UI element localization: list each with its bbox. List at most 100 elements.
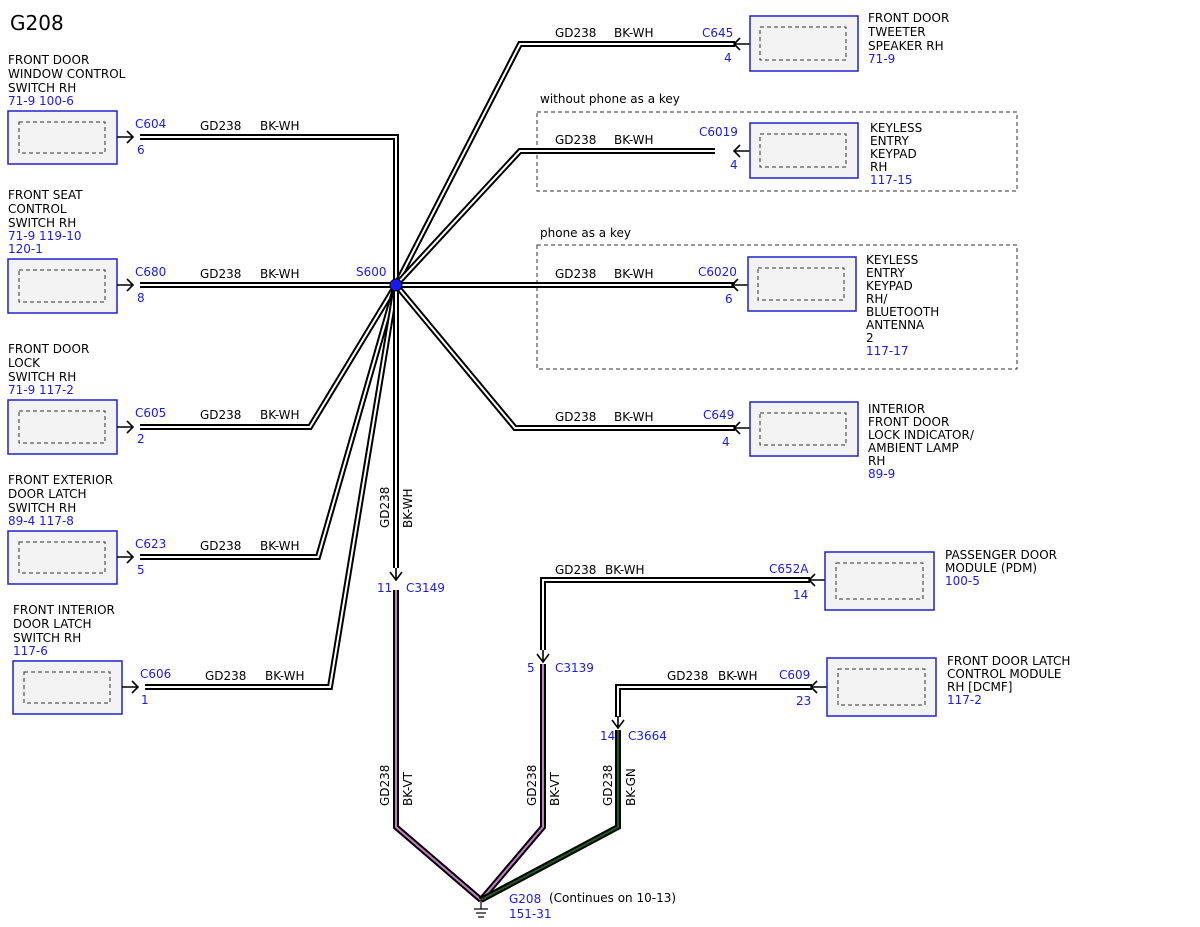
left-component-c606: FRONT INTERIOR DOOR LATCH SWITCH RH 117-… (12, 603, 305, 715)
option-label-with-phone: phone as a key (540, 226, 631, 240)
pin-number: 4 (730, 158, 738, 172)
connector-id: C652A (769, 562, 809, 576)
connector-id: C606 (140, 667, 171, 681)
right-component-c609: GD238 BK-WH C609 23 FRONT DOOR LATCH CON… (667, 654, 1070, 717)
wire-color-label: BK-WH (614, 26, 654, 40)
connector-id: C623 (135, 537, 166, 551)
pin-arrow-icon (809, 680, 827, 694)
option-box-with-phone (536, 244, 1018, 370)
component-box (7, 258, 118, 314)
component-name-line: FRONT DOOR (8, 53, 89, 67)
option-label-without-phone: without phone as a key (540, 92, 680, 106)
component-name-line: SWITCH RH (13, 631, 81, 645)
component-name-line: RH/ (866, 292, 888, 306)
inline-pin: 5 (527, 661, 535, 675)
component-name-line: AMBIENT LAMP (868, 441, 959, 455)
left-component-c623: FRONT EXTERIOR DOOR LATCH SWITCH RH 89-4… (7, 473, 300, 585)
inline-pin: 14 (600, 729, 615, 743)
component-ref: 71-9 117-2 (8, 383, 74, 397)
component-name-line: ENTRY (870, 134, 909, 148)
inline-connector-id: C3139 (555, 661, 594, 675)
wire-color-label: BK-WH (260, 119, 300, 133)
wire-color-label: BK-WH (614, 410, 654, 424)
component-name-line: FRONT DOOR LATCH (947, 654, 1070, 668)
component-box (749, 15, 859, 72)
wire-circuit-label: GD238 (555, 267, 596, 281)
component-ref: 71-9 (868, 52, 895, 66)
right-component-c652a: GD238 BK-WH C652A 14 PASSENGER DOOR MODU… (555, 548, 1057, 611)
wire-c645 (393, 41, 735, 287)
component-ref: 117-2 (947, 693, 982, 707)
wire-c604 (140, 134, 399, 285)
wire-circuit-label: GD238 (555, 563, 596, 577)
wire-color-label-vert: BK-WH (401, 488, 415, 528)
wire-circuit-label-vt1: GD238 (378, 765, 392, 806)
wire-c649 (393, 283, 735, 431)
component-name-line: CONTROL (8, 202, 67, 216)
pin-number: 6 (137, 143, 145, 157)
wire-circuit-label-vert: GD238 (378, 487, 392, 528)
right-component-c645: GD238 BK-WH C645 4 FRONT DOOR TWEETER SP… (555, 11, 949, 72)
wire-circuit-label-vt2: GD238 (525, 765, 539, 806)
wire-circuit-label: GD238 (200, 119, 241, 133)
component-name-line: SPEAKER RH (868, 39, 944, 53)
pin-number: 4 (724, 51, 732, 65)
connector-id: C605 (135, 406, 166, 420)
component-ref: 117-17 (866, 344, 909, 358)
connector-id: C604 (135, 117, 166, 131)
wire-circuit-label: GD238 (667, 669, 708, 683)
right-component-c6020: GD238 BK-WH C6020 6 KEYLESS ENTRY KEYPAD… (555, 253, 939, 358)
component-box (7, 530, 118, 585)
component-name-line: KEYPAD (870, 147, 917, 161)
pin-number: 6 (725, 292, 733, 306)
ground-id: G208 (509, 892, 541, 906)
wire-color-label: BK-WH (260, 539, 300, 553)
wire-circuit-label: GD238 (555, 26, 596, 40)
wire-circuit-label: GD238 (200, 539, 241, 553)
component-ref: 71-9 100-6 (8, 94, 74, 108)
diagram-title: G208 (10, 11, 64, 35)
wire-color-label: BK-WH (614, 133, 654, 147)
component-box (7, 399, 118, 455)
component-name-line: KEYLESS (866, 253, 918, 267)
component-name-line: ENTRY (866, 266, 905, 280)
pin-arrow-icon (117, 550, 135, 564)
component-ref: 120-1 (8, 242, 43, 256)
pin-arrow-icon (732, 144, 750, 158)
wire-circuit-label: GD238 (200, 267, 241, 281)
component-ref: 89-4 117-8 (8, 514, 74, 528)
component-ref: 117-6 (13, 644, 48, 658)
component-name-line: KEYLESS (870, 121, 922, 135)
wire-c609-c3664 (615, 684, 812, 717)
wire-c605 (140, 283, 399, 430)
inline-connector-id: C3149 (406, 581, 445, 595)
component-name-line: FRONT DOOR (868, 11, 949, 25)
inline-connector-c3664: 14 C3664 (600, 716, 667, 743)
component-box (749, 122, 859, 179)
wires (140, 41, 812, 903)
pin-arrow-icon (807, 573, 825, 587)
connector-id: C649 (703, 408, 734, 422)
component-name-line: FRONT SEAT (8, 188, 83, 202)
wire-color-label: BK-WH (718, 669, 758, 683)
component-box (824, 551, 935, 611)
wire-circuit-label: GD238 (205, 669, 246, 683)
pin-arrow-icon (730, 278, 748, 292)
component-box (747, 256, 857, 312)
component-name-line: FRONT EXTERIOR (8, 473, 113, 487)
component-name-line: BLUETOOTH (866, 305, 939, 319)
left-component-c604: FRONT DOOR WINDOW CONTROL SWITCH RH 71-9… (7, 53, 300, 165)
component-name-line: CONTROL MODULE (947, 667, 1062, 681)
component-box (7, 110, 118, 165)
component-name-line: DOOR LATCH (8, 487, 87, 501)
component-ref: 89-9 (868, 467, 895, 481)
pin-arrow-icon (117, 420, 135, 434)
pin-number: 23 (796, 694, 811, 708)
component-name-line: RH (868, 454, 885, 468)
wire-color-label-gn: BK-GN (624, 768, 638, 806)
pin-number: 1 (141, 693, 149, 707)
component-box (826, 657, 937, 717)
component-name-line: SWITCH RH (8, 370, 76, 384)
component-name-line: LOCK INDICATOR/ (868, 428, 975, 442)
connector-id: C645 (702, 26, 733, 40)
